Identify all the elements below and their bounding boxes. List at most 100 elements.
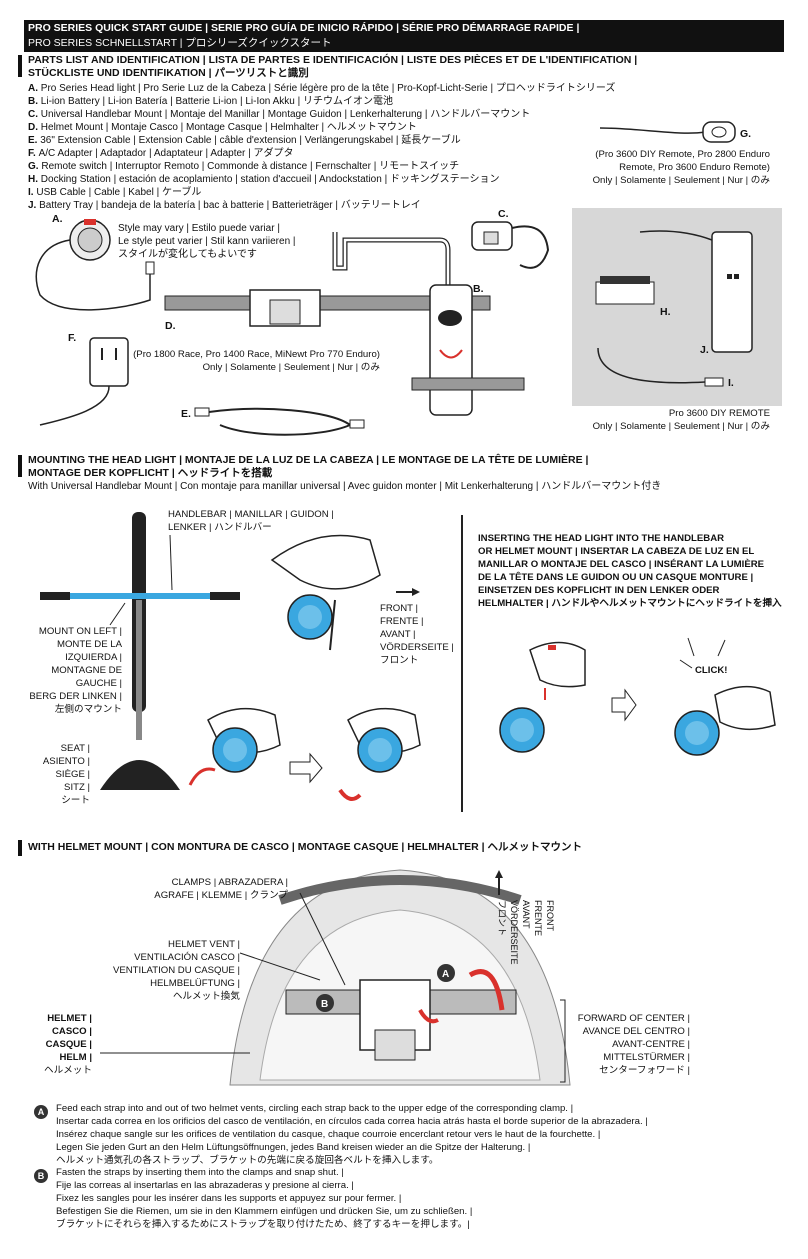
helmet-section-title: WITH HELMET MOUNT | CON MONTURA DE CASCO… bbox=[28, 841, 583, 853]
step-b-line: Befestigen Sie die Riemen, um sie in den… bbox=[56, 1206, 473, 1217]
parts-item-text: USB Cable | Cable | Kabel | ケーブル bbox=[36, 187, 202, 198]
svg-text:B: B bbox=[321, 999, 328, 1010]
parts-list: A. Pro Series Head light | Pro Serie Luz… bbox=[28, 82, 668, 212]
vent-line: ヘルメット換気 bbox=[172, 991, 240, 1002]
insert-line: OR HELMET MOUNT | INSERTAR LA CABEZA DE … bbox=[478, 546, 755, 557]
parts-item-letter: H. bbox=[28, 174, 41, 185]
helmet-line: CASQUE | bbox=[45, 1039, 92, 1050]
parts-list-item: E. 36" Extension Cable | Extension Cable… bbox=[28, 134, 668, 147]
insert-line: EINSETZEN DES KOPFLICHT IN DEN LENKER OD… bbox=[478, 585, 720, 596]
parts-list-item: B. Li-ion Battery | Li-ion Batería | Bat… bbox=[28, 95, 668, 108]
diy-note-line-1: Pro 3600 DIY REMOTE bbox=[668, 408, 770, 419]
step-b-badge-text: B bbox=[34, 1169, 48, 1183]
forward-label: FORWARD OF CENTER |AVANCE DEL CENTRO |AV… bbox=[560, 1012, 690, 1077]
step-a-line: ヘルメット通気孔の各ストラップ、ブラケットの先端に戻る旋回各ベルトを挿入します。 bbox=[56, 1155, 439, 1166]
remote-note: (Pro 3600 DIY Remote, Pro 2800 Enduro Re… bbox=[540, 148, 770, 187]
diy-note-line-2: Only | Solamente | Seulement | Nur | のみ bbox=[592, 421, 770, 432]
vent-line: VENTILATION DU CASQUE | bbox=[112, 965, 240, 976]
front-line: FRENTE | bbox=[380, 616, 424, 627]
mount-left-line: MOUNT ON LEFT | bbox=[38, 626, 122, 637]
insert-line: HELMHALTER | ハンドルやヘルメットマウントにヘッドライトを挿入 bbox=[478, 598, 782, 609]
handlebar-label-line-1: HANDLEBAR | MANILLAR | GUIDON | bbox=[168, 509, 334, 520]
section-bar bbox=[18, 455, 22, 477]
battery-tray-illustration bbox=[639, 230, 753, 353]
step-a-line: Legen Sie jeden Gurt an den Helm Lüftung… bbox=[56, 1142, 531, 1153]
mount-left-line: 左側のマウント bbox=[54, 704, 122, 715]
label-e: E. bbox=[181, 408, 191, 420]
mount-left-line: BERG DER LINKEN | bbox=[29, 691, 122, 702]
mounting-section-title: MOUNTING THE HEAD LIGHT | MONTAJE DE LA … bbox=[28, 454, 788, 480]
mount-left-line: MONTAGNE DE bbox=[51, 665, 122, 676]
mount-left-line: GAUCHE | bbox=[75, 678, 122, 689]
click-label: CLICK! bbox=[695, 665, 728, 676]
seat-line: SEAT | bbox=[60, 743, 90, 754]
insert-step-1 bbox=[499, 641, 586, 753]
parts-item-letter: I. bbox=[28, 187, 37, 198]
parts-item-letter: E. bbox=[28, 135, 41, 146]
forward-line: AVANCE DEL CENTRO | bbox=[582, 1026, 690, 1037]
d-note-line-1: (Pro 1800 Race, Pro 1400 Race, MiNewt Pr… bbox=[133, 349, 380, 360]
parts-item-letter: J. bbox=[28, 200, 40, 211]
label-b: B. bbox=[473, 283, 484, 295]
step-b-line: Fasten the straps by inserting them into… bbox=[56, 1167, 344, 1178]
parts-item-letter: A. bbox=[28, 83, 41, 94]
header-line-1: PRO SERIES QUICK START GUIDE | SERIE PRO… bbox=[28, 22, 580, 34]
remote-note-line-1: (Pro 3600 DIY Remote, Pro 2800 Enduro bbox=[595, 149, 770, 160]
section-bar bbox=[18, 55, 22, 77]
insert-line: DE LA TÊTE DANS LE GUIDON OU UN CASQUE M… bbox=[478, 572, 754, 583]
style-note-line-2: Le style peut varier | Stil kann variier… bbox=[118, 236, 296, 247]
helmet-vent-label: HELMET VENT |VENTILACIÓN CASCO |VENTILAT… bbox=[90, 938, 240, 1003]
parts-item-text: Universal Handlebar Mount | Montaje del … bbox=[40, 109, 531, 120]
helmet-line: HELMET | bbox=[47, 1013, 92, 1024]
battery-illustration bbox=[411, 284, 525, 416]
front-vertical-line: VÖRDERSEITE bbox=[509, 900, 519, 965]
parts-item-text: 36" Extension Cable | Extension Cable | … bbox=[40, 135, 461, 146]
mount-step-2 bbox=[188, 707, 281, 786]
handlebar-label: HANDLEBAR | MANILLAR | GUIDON | LENKER |… bbox=[168, 508, 368, 534]
seat-line: ASIENTO | bbox=[42, 756, 90, 767]
parts-item-text: A/C Adapter | Adaptador | Adaptateur | A… bbox=[38, 148, 294, 159]
helmet-line: ヘルメット bbox=[44, 1065, 92, 1076]
front-vertical-line: FRONT bbox=[545, 900, 555, 931]
d-note-line-2: Only | Solamente | Seulement | Nur | のみ bbox=[202, 362, 380, 373]
step-a-line: Insérez chaque sangle sur les orifices d… bbox=[56, 1129, 601, 1140]
parts-title-line-1: PARTS LIST AND IDENTIFICATION | LISTA DE… bbox=[28, 54, 638, 66]
label-g: G. bbox=[740, 128, 752, 140]
style-note-line-1: Style may vary | Estilo puede variar | bbox=[118, 223, 280, 234]
helmet-mount-illustration bbox=[164, 289, 491, 327]
front-line: フロント bbox=[380, 655, 419, 666]
parts-list-item: G. Remote switch | Interruptor Remoto | … bbox=[28, 160, 668, 173]
seat-line: シート bbox=[61, 795, 90, 806]
parts-item-letter: D. bbox=[28, 122, 41, 133]
front-line: FRONT | bbox=[380, 603, 419, 614]
guide-header: PRO SERIES QUICK START GUIDE | SERIE PRO… bbox=[24, 20, 784, 52]
front-vertical-line: FRENTE bbox=[533, 900, 543, 936]
remote-note-line-2: Remote, Pro 3600 Enduro Remote) bbox=[619, 162, 770, 173]
helmet-label: HELMET |CASCO |CASQUE |HELM |ヘルメット bbox=[20, 1012, 92, 1077]
parts-list-item: J. Battery Tray | bandeja de la batería … bbox=[28, 199, 668, 212]
step-a-line: Feed each strap into and out of two helm… bbox=[56, 1103, 574, 1114]
insert-line: INSERTING THE HEAD LIGHT INTO THE HANDLE… bbox=[478, 533, 725, 544]
mounting-title-line-2: MONTAGE DER KOPFLICHT | ヘッドライトを搭載 bbox=[28, 467, 273, 479]
seat-label: SEAT |ASIENTO |SIÈGE |SITZ |シート bbox=[20, 742, 90, 807]
ac-adapter-illustration bbox=[39, 337, 129, 426]
step-b-badge: B bbox=[34, 1166, 48, 1184]
clamps-label: CLAMPS | ABRAZADERA | AGRAFE | KLEMME | … bbox=[120, 876, 288, 902]
parts-title-line-2: STÜCKLISTE UND IDENTIFIKATION | パーツリストと識… bbox=[28, 67, 309, 79]
clamps-label-line-2: AGRAFE | KLEMME | クランプ bbox=[154, 890, 288, 901]
insert-step-2 bbox=[674, 637, 776, 756]
style-note: Style may vary | Estilo puede variar | L… bbox=[118, 222, 378, 261]
docking-station-illustration bbox=[595, 276, 655, 305]
label-j: J. bbox=[700, 344, 709, 356]
helmet-line: CASCO | bbox=[52, 1026, 92, 1037]
parts-item-letter: C. bbox=[28, 109, 41, 120]
seat-line: SIÈGE | bbox=[55, 769, 90, 780]
insert-line: MANILLAR O MONTAJE DEL CASCO | INSÉRANT … bbox=[478, 559, 765, 570]
extension-cable-illustration bbox=[194, 407, 365, 436]
parts-list-item: H. Docking Station | estación de acoplam… bbox=[28, 173, 668, 186]
